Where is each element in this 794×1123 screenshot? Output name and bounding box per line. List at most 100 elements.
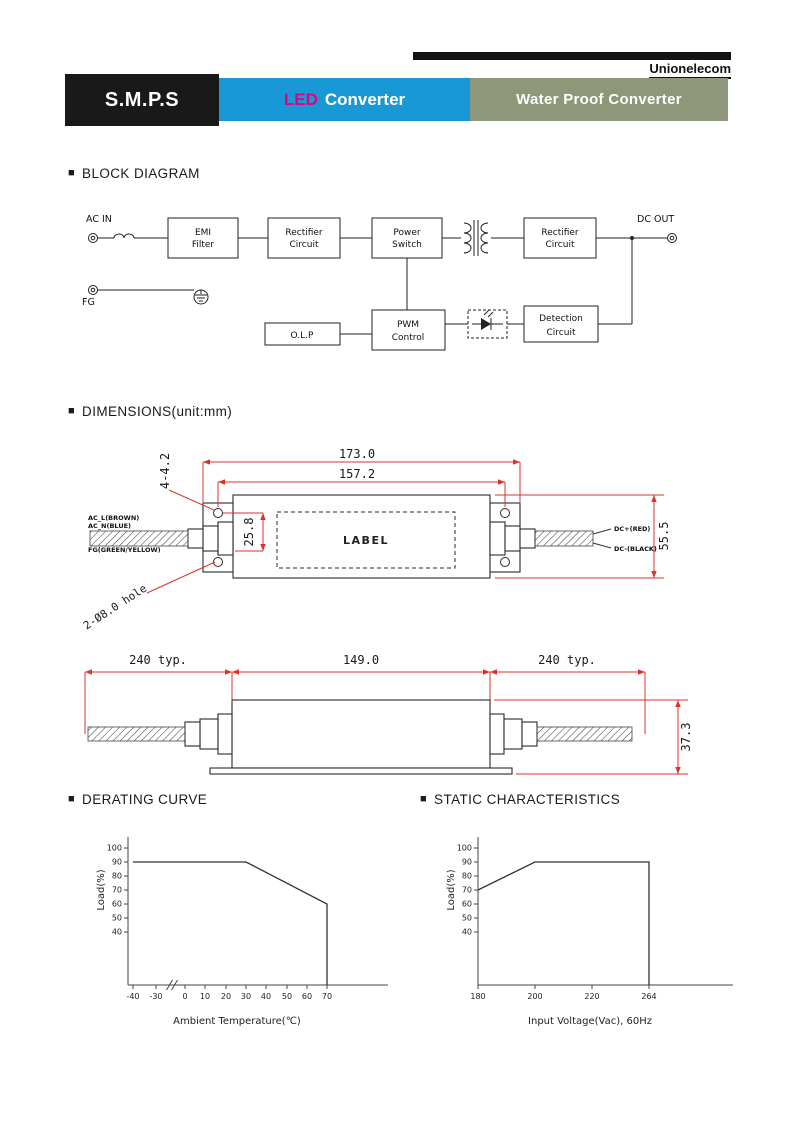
x-tick-label: 20 <box>221 992 231 1001</box>
y-tick-label: 40 <box>462 928 472 937</box>
transformer-icon <box>463 220 489 256</box>
dim-mounting-holes: 4-4.2 <box>158 453 172 489</box>
section-title-block-diagram: ■ BLOCK DIAGRAM <box>68 166 200 181</box>
header-tab-waterproof-converter: Water Proof Converter <box>470 78 728 121</box>
pwm-label: PWM <box>397 320 419 330</box>
section-title-dimensions: ■ DIMENSIONS(unit:mm) <box>68 404 232 419</box>
wire-bundle-right <box>534 530 594 547</box>
cable-gland-left <box>184 713 233 755</box>
wire-label-acl: AC_L(BROWN) <box>88 514 139 522</box>
waterproof-label: Water Proof Converter <box>516 91 682 108</box>
wire-label-fg: FG(GREEN/YELLOW) <box>88 546 161 554</box>
pwm-control-box <box>371 309 446 351</box>
y-tick-label: 90 <box>462 858 472 867</box>
olp-box <box>264 322 341 346</box>
mounting-hole <box>500 557 510 567</box>
y-tick-label: 40 <box>112 928 122 937</box>
section-label: BLOCK DIAGRAM <box>82 166 200 181</box>
converter-label: Converter <box>324 89 406 109</box>
wire-bundle-right <box>536 726 633 742</box>
dimension-drawing-side: 240 typ. 149.0 240 typ. 37.3 <box>84 653 693 775</box>
fg-label: FG <box>82 297 95 308</box>
cable-gland-right <box>489 713 538 755</box>
detection-label-2: Circuit <box>547 328 576 338</box>
y-tick-label: 80 <box>112 872 122 881</box>
section-title-static-characteristics: ■ STATIC CHARACTERISTICS <box>420 792 620 807</box>
section-title-derating-curve: ■ DERATING CURVE <box>68 792 207 807</box>
x-tick-label: 40 <box>261 992 271 1001</box>
detection-circuit-box <box>523 305 599 343</box>
mounting-hole <box>213 557 223 567</box>
x-tick-label: 30 <box>241 992 251 1001</box>
y-tick-label: 70 <box>462 886 472 895</box>
smps-label: S.M.P.S <box>104 88 180 111</box>
dim-overall-width: 173.0 <box>339 447 375 461</box>
section-label: DERATING CURVE <box>82 792 208 807</box>
emi-filter-label: EMI <box>195 228 211 238</box>
wire-bundle-left <box>87 726 186 742</box>
dc-out-label: DC OUT <box>637 214 674 225</box>
x-tick-label: 0 <box>182 992 187 1001</box>
block-boxes <box>167 217 599 351</box>
x-tick-label: -30 <box>149 992 162 1001</box>
derating-y-axis-label: Load(%) <box>96 869 107 910</box>
cable-gland-left <box>187 521 234 556</box>
emi-filter-label-2: Filter <box>192 240 215 250</box>
x-tick-label: 60 <box>302 992 312 1001</box>
x-tick-label: 200 <box>527 992 542 1001</box>
case-body-top <box>232 494 491 579</box>
rectifier-output-box <box>523 217 597 259</box>
header-tab-led-converter: LED Converter <box>219 78 470 121</box>
case-body-side <box>231 699 491 769</box>
emi-filter-box <box>167 217 239 259</box>
y-tick-label: 50 <box>462 914 472 923</box>
power-switch-box <box>371 217 443 259</box>
power-switch-label: Power <box>393 228 421 238</box>
static-characteristics-chart: Load(%) Input Voltage(Vac), 60Hz 1009080… <box>446 837 733 1027</box>
brand-logo-text: Unionelecom <box>413 61 731 79</box>
dim-big-holes: 2-Ø8.0 hole <box>81 582 149 633</box>
rectifier-output-label: Rectifier <box>541 228 579 238</box>
rectifier-input-label-2: Circuit <box>290 240 319 250</box>
data-curve <box>133 861 328 985</box>
y-tick-label: 100 <box>457 844 472 853</box>
header-rule <box>413 52 731 60</box>
derating-curve-chart: Load(%) Ambient Temperature(℃) 100908070… <box>96 837 388 1027</box>
dim-body-length: 149.0 <box>343 653 379 667</box>
derating-x-axis-label: Ambient Temperature(℃) <box>173 1016 301 1027</box>
section-label: DIMENSIONS(unit:mm) <box>82 404 233 419</box>
y-tick-label: 60 <box>112 900 122 909</box>
cable-gland-right <box>489 521 536 556</box>
x-tick-label: 220 <box>584 992 599 1001</box>
x-tick-label: 70 <box>322 992 332 1001</box>
wire-label-dc-minus: DC-(BLACK) <box>614 545 657 553</box>
section-label: STATIC CHARACTERISTICS <box>434 792 621 807</box>
y-tick-label: 90 <box>112 858 122 867</box>
dim-hole-offset: 25.8 <box>242 518 256 547</box>
rectifier-input-label: Rectifier <box>285 228 323 238</box>
label-text: LABEL <box>343 534 389 547</box>
label-area <box>276 511 456 569</box>
block-diagram: AC IN FG DC OUT EMI Filter Rectifier Cir… <box>82 214 677 351</box>
brand-text: Unionelecom <box>649 61 731 79</box>
dim-wire-right: 240 typ. <box>538 653 596 667</box>
dim-hole-pitch: 157.2 <box>339 467 375 481</box>
y-tick-label: 50 <box>112 914 122 923</box>
wire-bundle-left <box>89 530 189 547</box>
rectifier-input-box <box>267 217 341 259</box>
mounting-base <box>209 767 513 775</box>
pwm-label-2: Control <box>392 333 425 343</box>
static-y-axis-label: Load(%) <box>446 869 457 910</box>
mounting-hole <box>500 508 510 518</box>
static-x-axis-label: Input Voltage(Vac), 60Hz <box>528 1016 652 1027</box>
ground-symbol-icon <box>193 289 209 305</box>
ac-in-label: AC IN <box>86 214 112 225</box>
section-bullet-icon: ■ <box>68 167 76 179</box>
data-curve <box>477 861 650 985</box>
x-tick-label: 10 <box>200 992 210 1001</box>
x-tick-label: -40 <box>126 992 139 1001</box>
led-label: LED <box>283 89 318 109</box>
olp-label: O.L.P <box>291 331 314 341</box>
dim-wire-left: 240 typ. <box>129 653 187 667</box>
